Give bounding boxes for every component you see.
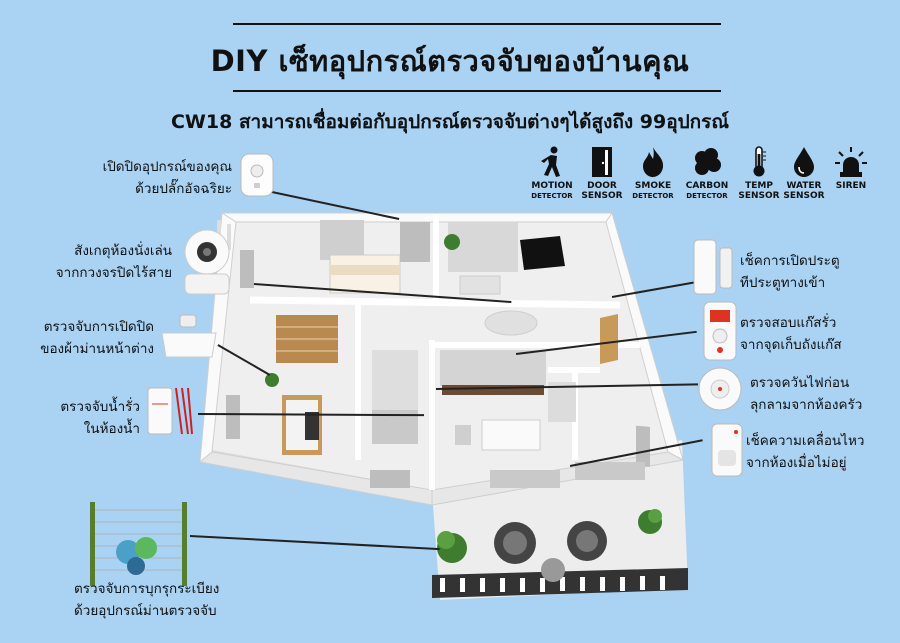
callout-line1: ตรวจควันไฟก่อน: [750, 375, 850, 391]
page-title: DIY เซ็ทอุปกรณ์ตรวจจับของบ้านคุณ: [210, 44, 690, 78]
callout-camera: สังเกตุห้องนั่งเล่น จากกวงจรปิดไร้สาย: [20, 240, 172, 284]
callout-motion: เช็คความเคลื่อนไหว จากห้องเมื่อไม่อยู่: [746, 430, 896, 474]
callout-smart-plug: เปิดปิดอุปกรณ์ของคุณ ด้วยปลั๊กอัจฉริยะ: [40, 156, 232, 200]
callout-line2: จากห้องเมื่อไม่อยู่: [746, 455, 847, 471]
callout-smoke: ตรวจควันไฟก่อน ลุกลามจากห้องครัว: [750, 372, 890, 416]
callout-door: เช็คการเปิดประตู ทีประตูทางเข้า: [740, 250, 890, 294]
page-subtitle: CW18 สามารถเชื่อมต่อกับอุปกรณ์ตรวจจับต่า…: [170, 111, 729, 133]
sensor-siren: SIREN: [818, 146, 884, 191]
door-sensor-icon: [592, 147, 612, 177]
callout-line1: ตรวจจับการเปิดปิด: [43, 319, 154, 335]
carbon-detector-icon: [695, 148, 721, 175]
sensor-label-line2: DETECTOR: [632, 192, 674, 200]
curtain-sensor-device: [160, 313, 218, 365]
balcony-beam-sensor-device: [88, 500, 190, 592]
sensor-label-line2: DETECTOR: [531, 192, 573, 200]
gas-leak-detector-device: [700, 300, 740, 366]
sensor-label-line2: SENSOR: [738, 191, 780, 201]
callout-line1: เช็คความเคลื่อนไหว: [746, 433, 865, 449]
water-leak-sensor-device: [146, 382, 196, 444]
callout-curtain: ตรวจจับการเปิดปิด ของผ้าม่านหน้าต่าง: [10, 316, 154, 360]
callout-line2: ด้วยอุปกรณ์ม่านตรวจจับ: [74, 603, 217, 619]
temp-sensor-icon: [753, 146, 766, 177]
sensor-label-line1: DOOR: [587, 181, 617, 191]
callout-line2: ด้วยปลั๊กอัจฉริยะ: [135, 181, 232, 197]
callout-line2: ลุกลามจากห้องครัว: [750, 397, 863, 413]
sensor-label-line1: SMOKE: [634, 181, 672, 191]
callout-line1: สังเกตุห้องนั่งเล่น: [74, 243, 172, 259]
siren-icon: [835, 147, 867, 177]
callout-line2: จากจุดเก็บถังแก๊ส: [740, 337, 842, 353]
callout-line1: ตรวจจับการบุกรุกระเบียง: [74, 581, 220, 597]
motion-detector-device: [710, 422, 744, 482]
callout-line1: ตรวจจับน้ำรั่ว: [60, 399, 140, 415]
callout-line2: ทีประตูทางเข้า: [740, 275, 826, 291]
sensor-label-line2: SENSOR: [783, 191, 825, 201]
sensor-label-line1: CARBON: [685, 181, 729, 191]
callout-balcony: ตรวจจับการบุกรุกระเบียง ด้วยอุปกรณ์ม่านต…: [74, 578, 274, 622]
callout-line2: ในห้องน้ำ: [83, 421, 140, 437]
callout-line1: เช็คการเปิดประตู: [740, 253, 840, 269]
title-divider-bottom: [233, 90, 721, 92]
sensor-label-line1: WATER: [786, 181, 822, 191]
callout-gas: ตรวจสอบแก๊สรั่ว จากจุดเก็บถังแก๊ส: [740, 312, 890, 356]
callout-line1: ตรวจสอบแก๊สรั่ว: [740, 315, 837, 331]
door-contact-sensor-device: [692, 238, 734, 300]
callout-line2: จากกวงจรปิดไร้สาย: [55, 265, 172, 281]
smart-plug-device: [240, 153, 274, 201]
sensor-label-line1: MOTION: [531, 181, 573, 191]
motion-detector-icon: [541, 146, 560, 177]
sensor-label-line1: TEMP: [745, 181, 773, 191]
callout-line2: ของผ้าม่านหน้าต่าง: [40, 341, 154, 357]
smoke-detector-device: [696, 366, 744, 416]
callout-water-leak: ตรวจจับน้ำรั่ว ในห้องน้ำ: [20, 396, 140, 440]
sensor-label-line1: SIREN: [835, 181, 867, 191]
sensor-label-line2: SENSOR: [581, 191, 623, 201]
title-divider-top: [233, 23, 721, 25]
wireless-camera-device: [177, 218, 239, 302]
sensor-label-line2: DETECTOR: [686, 192, 728, 200]
water-sensor-icon: [794, 147, 814, 177]
callout-line1: เปิดปิดอุปกรณ์ของคุณ: [102, 159, 232, 175]
smoke-detector-icon: [643, 147, 664, 177]
